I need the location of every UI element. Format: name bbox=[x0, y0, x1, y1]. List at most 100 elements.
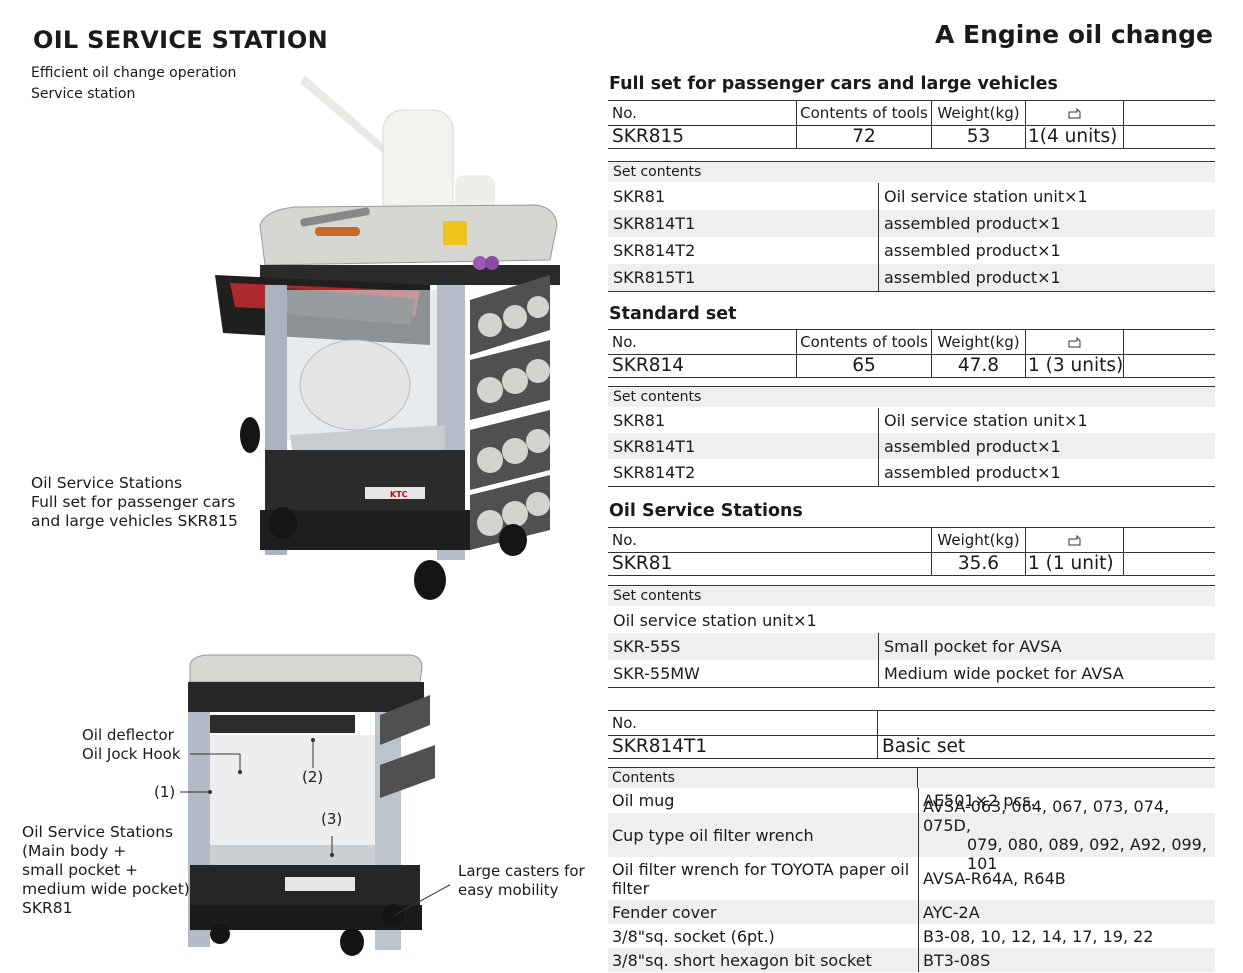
content-name: 3/8"sq. socket (6pt.) bbox=[612, 926, 775, 946]
content-row: Oil mug AE501×2 pcs. bbox=[608, 788, 1215, 813]
content-value: AYC-2A bbox=[918, 900, 1215, 924]
content-name: Cup type oil filter wrench bbox=[612, 825, 814, 845]
stations-title: Oil Service Stations bbox=[609, 501, 803, 521]
callout-deflector: Oil deflector bbox=[82, 726, 174, 744]
basic-name: Basic set bbox=[882, 735, 966, 757]
basic-header-row: No. bbox=[608, 710, 1215, 736]
set-row: SKR-55S Small pocket for AVSA bbox=[608, 633, 1215, 660]
content-name: 3/8"sq. short hexagon bit socket bbox=[612, 950, 872, 970]
set-unit: Oil service station unit×1 bbox=[613, 610, 817, 630]
set-row: SKR814T2 assembled product×1 bbox=[608, 459, 1215, 487]
stations-package: 1 (1 unit) bbox=[1026, 551, 1124, 575]
page-heading: A Engine oil change bbox=[934, 20, 1213, 49]
standard-set-no: SKR814 bbox=[608, 353, 797, 377]
standard-set-package: 1 (3 units) bbox=[1028, 353, 1124, 377]
standard-set-header-row: No. Contents of tools Weight(kg) bbox=[608, 329, 1215, 355]
set-code: SKR81 bbox=[613, 187, 666, 206]
cart1-caption-line: Full set for passenger cars bbox=[31, 493, 236, 511]
content-row: Cup type oil filter wrench AVSA-063, 064… bbox=[608, 797, 1215, 873]
content-row: 3/8"sq. socket (6pt.) B3-08, 10, 12, 14,… bbox=[608, 924, 1215, 948]
set-code: SKR814T2 bbox=[613, 241, 696, 260]
package-icon bbox=[1068, 336, 1081, 347]
set-desc: Medium wide pocket for AVSA bbox=[878, 660, 1215, 687]
content-name-line: filter bbox=[612, 878, 650, 898]
cart1-caption: Oil Service Stations Full set for passen… bbox=[31, 474, 238, 531]
set-row: SKR814T1 assembled product×1 bbox=[608, 210, 1215, 237]
standard-set-contents-label: Set contents bbox=[608, 386, 1215, 407]
content-name: Oil mug bbox=[612, 791, 675, 810]
blank-cell bbox=[1124, 353, 1215, 377]
basic-value-row: SKR814T1 Basic set bbox=[608, 734, 1215, 759]
cart2-caption: Oil Service Stations (Main body + small … bbox=[22, 823, 190, 918]
full-set-title: Full set for passenger cars and large ve… bbox=[609, 74, 1058, 94]
col-package bbox=[1026, 101, 1124, 125]
content-name: Fender cover bbox=[612, 902, 717, 922]
callout-2: (2) bbox=[302, 768, 324, 786]
subtitle-line-1: Efficient oil change operation bbox=[31, 65, 237, 81]
standard-set-contents: 65 bbox=[797, 353, 932, 377]
full-set-value-row: SKR815 72 53 1(4 units) bbox=[608, 124, 1215, 149]
col-no: No. bbox=[608, 528, 932, 552]
content-value: AVSA-R64A, R64B bbox=[918, 857, 1215, 900]
set-desc: assembled product×1 bbox=[878, 210, 1215, 237]
content-name-line: Oil filter wrench for TOYOTA paper oil bbox=[612, 859, 910, 879]
set-row: SKR814T1 assembled product×1 bbox=[608, 433, 1215, 459]
content-row: 3/8"sq. short hexagon bit socket BT3-08S bbox=[608, 948, 1215, 972]
col-blank bbox=[1124, 330, 1215, 354]
col-blank bbox=[1124, 101, 1215, 125]
callout-3: (3) bbox=[321, 810, 343, 828]
set-row: SKR-55MW Medium wide pocket for AVSA bbox=[608, 660, 1215, 688]
subtitle-line-2: Service station bbox=[31, 86, 136, 102]
full-set-contents: 72 bbox=[797, 124, 932, 148]
callout-jock-hook: Oil Jock Hook bbox=[82, 745, 181, 763]
cart1-caption-line: and large vehicles SKR815 bbox=[31, 512, 238, 530]
standard-set-title: Standard set bbox=[609, 304, 737, 324]
cart2-caption-line: SKR81 bbox=[22, 899, 73, 917]
set-code: SKR-55S bbox=[613, 637, 681, 656]
content-name: Oil filter wrench for TOYOTA paper oil f… bbox=[608, 857, 918, 900]
content-value: B3-08, 10, 12, 14, 17, 19, 22 bbox=[918, 924, 1215, 948]
set-desc: Small pocket for AVSA bbox=[878, 633, 1215, 660]
set-desc: assembled product×1 bbox=[878, 264, 1215, 291]
content-value: AVSA-063, 064, 067, 073, 074, 075D, 079,… bbox=[918, 797, 1215, 873]
content-row: Oil filter wrench for TOYOTA paper oil f… bbox=[608, 857, 1215, 900]
set-row: Oil service station unit×1 bbox=[608, 607, 1215, 633]
col-weight: Weight(kg) bbox=[932, 330, 1026, 354]
set-desc: assembled product×1 bbox=[878, 433, 1215, 459]
col-package bbox=[1026, 330, 1124, 354]
cart2-caption-line: Oil Service Stations bbox=[22, 823, 174, 841]
blank-cell bbox=[1124, 124, 1215, 148]
col-contents: Contents of tools bbox=[797, 101, 932, 125]
callout-casters-line: easy mobility bbox=[458, 881, 559, 899]
content-value: AE501×2 pcs. bbox=[918, 788, 1215, 813]
full-set-header-row: No. Contents of tools Weight(kg) bbox=[608, 100, 1215, 126]
col-contents: Contents of tools bbox=[797, 330, 932, 354]
basic-contents-label: Contents bbox=[608, 768, 918, 788]
col-no: No. bbox=[608, 711, 878, 735]
package-icon bbox=[1068, 534, 1081, 545]
set-row: SKR81 Oil service station unit×1 bbox=[608, 183, 1215, 210]
page-title: OIL SERVICE STATION bbox=[33, 26, 329, 54]
stations-no: SKR81 bbox=[608, 551, 932, 575]
full-set-contents-label: Set contents bbox=[608, 161, 1215, 182]
set-desc: assembled product×1 bbox=[878, 459, 1215, 486]
set-row: SKR815T1 assembled product×1 bbox=[608, 264, 1215, 292]
set-code: SKR814T2 bbox=[613, 463, 696, 482]
basic-code: SKR814T1 bbox=[608, 734, 878, 758]
col-weight: Weight(kg) bbox=[932, 101, 1026, 125]
col-blank bbox=[878, 711, 1215, 735]
callout-1: (1) bbox=[154, 783, 176, 801]
set-desc: assembled product×1 bbox=[878, 237, 1215, 264]
stations-weight: 35.6 bbox=[932, 551, 1026, 575]
set-row: SKR81 Oil service station unit×1 bbox=[608, 408, 1215, 433]
cart-full-set-image: KTC bbox=[215, 75, 560, 600]
set-desc: Oil service station unit×1 bbox=[878, 183, 1215, 210]
col-weight: Weight(kg) bbox=[932, 528, 1026, 552]
set-desc: Oil service station unit×1 bbox=[878, 408, 1215, 433]
standard-set-weight: 47.8 bbox=[932, 353, 1026, 377]
cart-main-body-image bbox=[180, 654, 450, 956]
cart2-caption-line: small pocket + bbox=[22, 861, 139, 879]
cart2-caption-line: medium wide pocket) bbox=[22, 880, 190, 898]
content-value: BT3-08S bbox=[918, 948, 1215, 972]
blank-cell bbox=[1124, 551, 1215, 575]
